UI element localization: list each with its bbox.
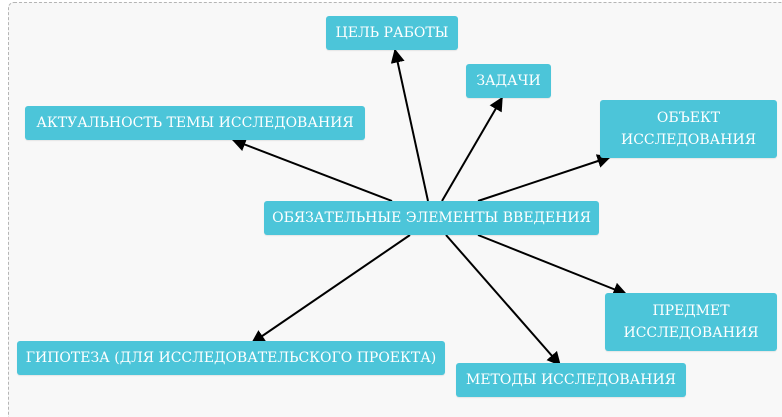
node-methods: МЕТОДЫ ИССЛЕДОВАНИЯ — [456, 363, 686, 397]
node-relevance: АКТУАЛЬНОСТЬ ТЕМЫ ИССЛЕДОВАНИЯ — [25, 106, 365, 140]
node-center: ОБЯЗАТЕЛЬНЫЕ ЭЛЕМЕНТЫ ВВЕДЕНИЯ — [264, 201, 599, 235]
node-goal: ЦЕЛЬ РАБОТЫ — [326, 16, 458, 50]
node-tasks: ЗАДАЧИ — [466, 64, 551, 98]
node-tasks-label: ЗАДАЧИ — [476, 73, 541, 89]
node-hypothesis: ГИПОТЕЗА (ДЛЯ ИССЛЕДОВАТЕЛЬСКОГО ПРОЕКТА… — [17, 341, 445, 375]
node-methods-label: МЕТОДЫ ИССЛЕДОВАНИЯ — [466, 372, 676, 388]
node-object: ОБЪЕКТ ИССЛЕДОВАНИЯ — [600, 100, 777, 158]
node-center-label: ОБЯЗАТЕЛЬНЫЕ ЭЛЕМЕНТЫ ВВЕДЕНИЯ — [272, 210, 591, 226]
node-relevance-label: АКТУАЛЬНОСТЬ ТЕМЫ ИССЛЕДОВАНИЯ — [36, 115, 354, 131]
node-hypothesis-label: ГИПОТЕЗА (ДЛЯ ИССЛЕДОВАТЕЛЬСКОГО ПРОЕКТА… — [25, 350, 437, 366]
node-object-label: ОБЪЕКТ ИССЛЕДОВАНИЯ — [620, 110, 756, 148]
node-goal-label: ЦЕЛЬ РАБОТЫ — [335, 25, 449, 41]
node-subject: ПРЕДМЕТ ИССЛЕДОВАНИЯ — [605, 293, 777, 351]
node-subject-label: ПРЕДМЕТ ИССЛЕДОВАНИЯ — [623, 303, 759, 341]
